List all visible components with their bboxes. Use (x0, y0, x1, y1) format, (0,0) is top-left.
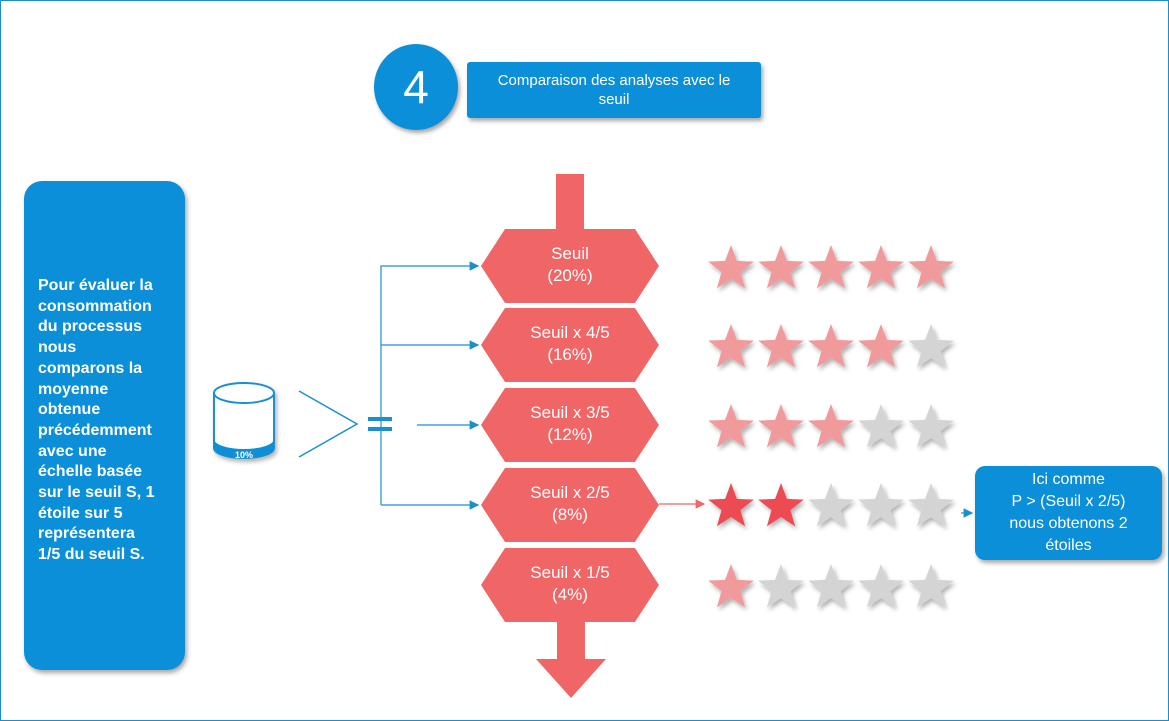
connector-lines (380, 261, 974, 518)
star-empty-icon (908, 483, 954, 527)
level-label: Seuil x 3/5 (12%) (480, 402, 660, 446)
star-empty-icon (808, 564, 854, 608)
star-filled-icon (708, 564, 754, 608)
star-empty-icon (908, 404, 954, 448)
step-number-badge: 4 (374, 44, 458, 130)
star-filled-icon (758, 324, 804, 368)
level-hexagon (481, 388, 659, 462)
star-empty-icon (858, 404, 904, 448)
level-name: Seuil x 3/5 (530, 403, 610, 422)
star-filled-icon (908, 245, 954, 289)
level-name: Seuil x 4/5 (530, 323, 610, 342)
top-flow-arrow (556, 174, 584, 229)
star-filled-icon (808, 324, 854, 368)
step-title: Comparaison des analyses avec le seuil (497, 72, 731, 108)
star-filled-icon (708, 324, 754, 368)
database-label: 10% (234, 450, 253, 460)
star-filled-icon (758, 483, 804, 527)
star-filled-icon (758, 404, 804, 448)
step-number: 4 (403, 61, 429, 113)
star-empty-icon (758, 564, 804, 608)
database-icon (213, 382, 275, 459)
star-filled-icon (858, 324, 904, 368)
star-empty-icon (858, 483, 904, 527)
bottom-flow-arrow (536, 621, 606, 698)
level-hexagon (481, 468, 659, 542)
level-value: (16%) (547, 345, 593, 364)
star-ratings (708, 245, 954, 608)
level-value: (20%) (547, 266, 593, 285)
star-filled-icon (708, 483, 754, 527)
star-empty-icon (908, 564, 954, 608)
level-label: Seuil x 4/5 (16%) (480, 322, 660, 366)
star-filled-icon (808, 404, 854, 448)
star-filled-icon (758, 245, 804, 289)
star-empty-icon (808, 483, 854, 527)
level-name: Seuil x 2/5 (530, 483, 610, 502)
level-name: Seuil x 1/5 (530, 563, 610, 582)
level-label: Seuil x 2/5 (8%) (480, 482, 660, 526)
level-value: (4%) (552, 585, 588, 604)
result-box: Ici comme P > (Seuil x 2/5) nous obtenon… (975, 466, 1162, 560)
star-filled-icon (708, 245, 754, 289)
level-hexagon (481, 229, 659, 303)
description-panel (24, 181, 185, 670)
level-hexagon (481, 548, 659, 622)
star-filled-icon (808, 245, 854, 289)
result-text: Ici comme P > (Seuil x 2/5) nous obtenon… (1009, 471, 1128, 554)
level-value: (12%) (547, 425, 593, 444)
step-title-box: Comparaison des analyses avec le seuil (467, 62, 761, 118)
equals-symbol (368, 417, 392, 431)
level-hexagons (481, 229, 659, 622)
level-name: Seuil (551, 244, 589, 263)
description-text: Pour évaluer la consommation du processu… (38, 277, 155, 564)
level-hexagon (481, 308, 659, 382)
level-label: Seuil (20%) (480, 243, 660, 287)
level-label: Seuil x 1/5 (4%) (480, 562, 660, 606)
star-filled-icon (858, 245, 904, 289)
star-filled-icon (708, 404, 754, 448)
star-empty-icon (908, 324, 954, 368)
star-empty-icon (858, 564, 904, 608)
greater-than-symbol (298, 390, 359, 458)
level-value: (8%) (552, 505, 588, 524)
